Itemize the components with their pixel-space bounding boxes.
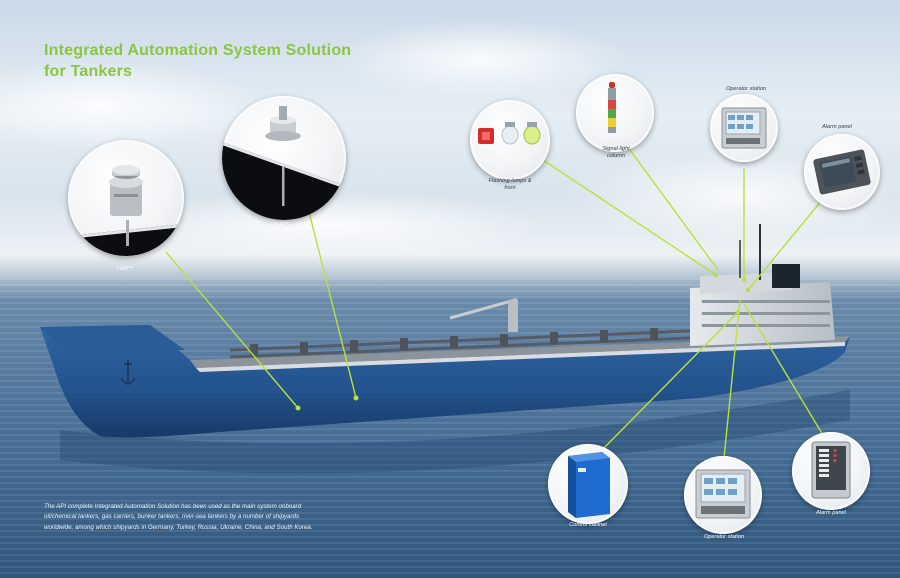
callout-circle-flashing-lamps	[470, 100, 550, 180]
caption-tlr: TLR™	[272, 222, 290, 228]
tgr-sensor-icon	[68, 165, 184, 256]
callout-circle-alarm-panel-bottom	[792, 432, 870, 510]
caption-alarm-panel-top: Alarm panel	[822, 124, 852, 130]
alarm-panel-icon	[811, 441, 851, 499]
caption-tgr: TGR™	[116, 266, 134, 272]
control-cabinet-icon	[568, 452, 610, 518]
caption-alarm-panel-bottom: Alarm panel	[816, 510, 846, 516]
flashing-lamps-icon	[478, 122, 541, 145]
operator-station-icon	[721, 107, 767, 149]
callout-circle-signal-column	[576, 74, 654, 152]
tlr-sensor-icon	[222, 106, 346, 220]
cloud	[330, 20, 630, 100]
signal-light-column-icon	[608, 82, 616, 133]
alarm-panel-icon	[813, 149, 871, 195]
caption-control-cabinet: Control cabinet	[569, 522, 607, 528]
caption-signal-column: Signal light column	[602, 146, 630, 159]
operator-station-icon	[695, 469, 751, 519]
callout-circle-alarm-panel-top	[804, 134, 880, 210]
description-text: The API complete Integrated Automation S…	[44, 503, 313, 531]
cloud	[120, 190, 540, 260]
cloud	[0, 60, 260, 150]
callout-circle-operator-station-top	[710, 94, 778, 162]
caption-operator-station-bottom: Operator station	[703, 534, 745, 540]
callout-circle-control-cabinet	[548, 444, 628, 524]
callout-circle-tlr	[222, 96, 346, 220]
caption-operator-station-top: Operator station	[725, 86, 767, 92]
title-line-2: for Tankers	[44, 63, 133, 80]
callout-circle-operator-station-bottom	[684, 456, 762, 534]
callout-circle-tgr	[68, 140, 184, 256]
title-line-1: Integrated Automation System Solution	[44, 42, 352, 59]
page-title: Integrated Automation System Solution fo…	[44, 40, 374, 82]
caption-flashing-lamps: Flashing lamps & horn	[488, 178, 532, 191]
